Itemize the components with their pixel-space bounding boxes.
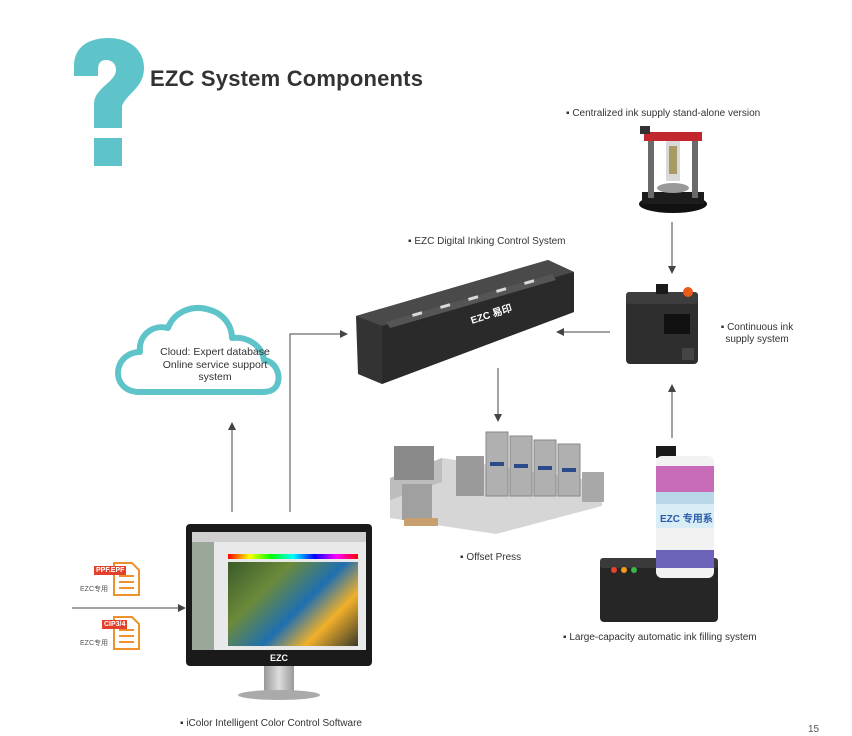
monitor-base (238, 690, 320, 700)
continuous-ink-label-line1: ▪ Continuous ink (720, 322, 794, 333)
ink-can-logo: EZC 专用系 (660, 512, 713, 525)
file-label-ppf: EZC专用 (80, 586, 108, 593)
parrot-image (228, 562, 358, 646)
page-number: 15 (808, 724, 820, 735)
cloud-label-line2: Online service support (162, 358, 268, 371)
question-mark-icon (74, 38, 144, 166)
continuous-ink-label-line2: supply system (725, 334, 789, 345)
inking-control-unit-image: EZC 易印 (356, 260, 574, 384)
centralized-label: ▪ Centralized ink supply stand-alone ver… (566, 108, 761, 119)
file-tag-ppf: PPF.EPF (94, 566, 127, 575)
cloud-label-line1: Cloud: Expert database (160, 346, 270, 358)
page-title: EZC System Components (150, 66, 424, 91)
file-tag-cip: CIP3/4 (102, 620, 128, 629)
monitor-logo: EZC (270, 653, 288, 663)
offset-press-image (390, 431, 604, 534)
centralized-ink-supply-image (639, 126, 707, 213)
file-ppf-epf: PPF.EPF EZC专用 (80, 562, 146, 602)
cloud-label-line3: system (198, 371, 232, 383)
cloud-icon (115, 305, 282, 395)
file-label-cip: EZC专用 (80, 640, 108, 647)
monitor-neck (264, 666, 294, 692)
ink-filling-label: ▪ Large-capacity automatic ink filling s… (563, 632, 757, 643)
continuous-ink-label: ▪ Continuous ink supply system (712, 322, 802, 346)
arrow-to-inking (289, 330, 348, 512)
ink-filling-system-image: EZC 专用系 (600, 446, 718, 622)
file-cip: CIP3/4 EZC专用 (80, 616, 146, 656)
monitor: EZC (186, 524, 372, 710)
inking-control-label: ▪ EZC Digital Inking Control System (408, 236, 566, 247)
software-label: ▪ iColor Intelligent Color Control Softw… (180, 718, 362, 729)
cloud-label: Cloud: Expert database Online service su… (150, 346, 280, 384)
monitor-screen (192, 532, 366, 650)
screen-toolbar (192, 532, 366, 542)
screen-sidebar (192, 542, 214, 650)
color-strip (228, 554, 358, 559)
continuous-ink-supply-image (626, 284, 698, 364)
offset-press-label: ▪ Offset Press (460, 552, 522, 563)
